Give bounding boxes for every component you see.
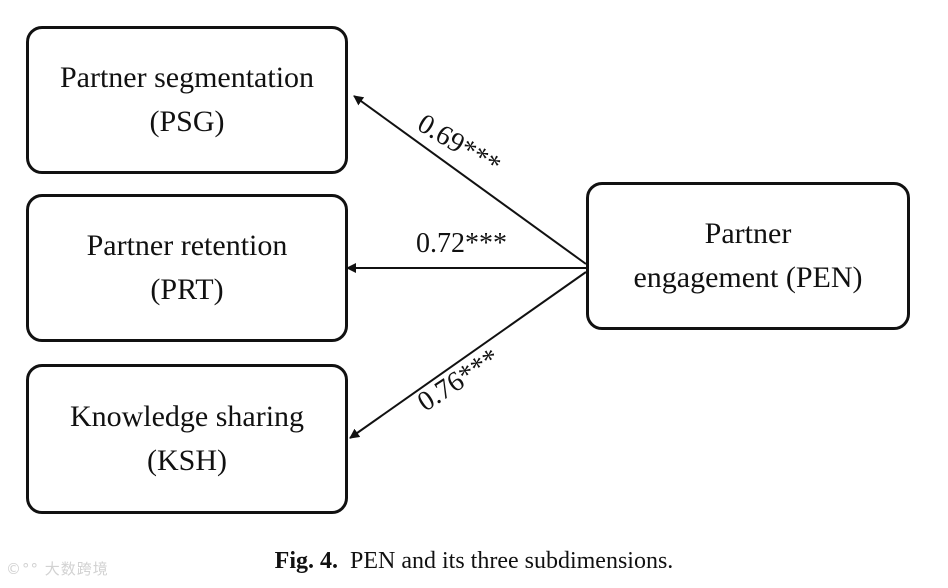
figure-caption-text: PEN and its three subdimensions. xyxy=(350,548,674,574)
node-partner-retention: Partner retention (PRT) xyxy=(26,194,348,342)
node-partner-engagement: Partner engagement (PEN) xyxy=(586,182,910,330)
edge-pen-to-ksh xyxy=(349,271,587,439)
node-psg-line1: Partner segmentation xyxy=(59,61,315,94)
figure-number: Fig. 4. xyxy=(274,548,338,574)
node-pen-line1: Partner xyxy=(704,217,792,250)
node-partner-segmentation: Partner segmentation (PSG) xyxy=(26,26,348,174)
edge-label-prt: 0.72*** xyxy=(416,228,507,259)
node-knowledge-sharing: Knowledge sharing (KSH) xyxy=(26,364,348,514)
node-prt-line2: (PRT) xyxy=(150,273,224,306)
watermark: ©°° 大数跨境 xyxy=(6,560,109,578)
node-ksh-line2: (KSH) xyxy=(147,444,227,477)
node-psg-line2: (PSG) xyxy=(149,105,225,138)
figure-caption: Fig. 4. PEN and its three subdimensions. xyxy=(0,548,948,575)
node-pen-line2: engagement (PEN) xyxy=(633,261,863,294)
node-ksh-line1: Knowledge sharing xyxy=(69,400,305,433)
edge-pen-to-psg xyxy=(353,95,587,265)
node-prt-line1: Partner retention xyxy=(86,229,288,262)
